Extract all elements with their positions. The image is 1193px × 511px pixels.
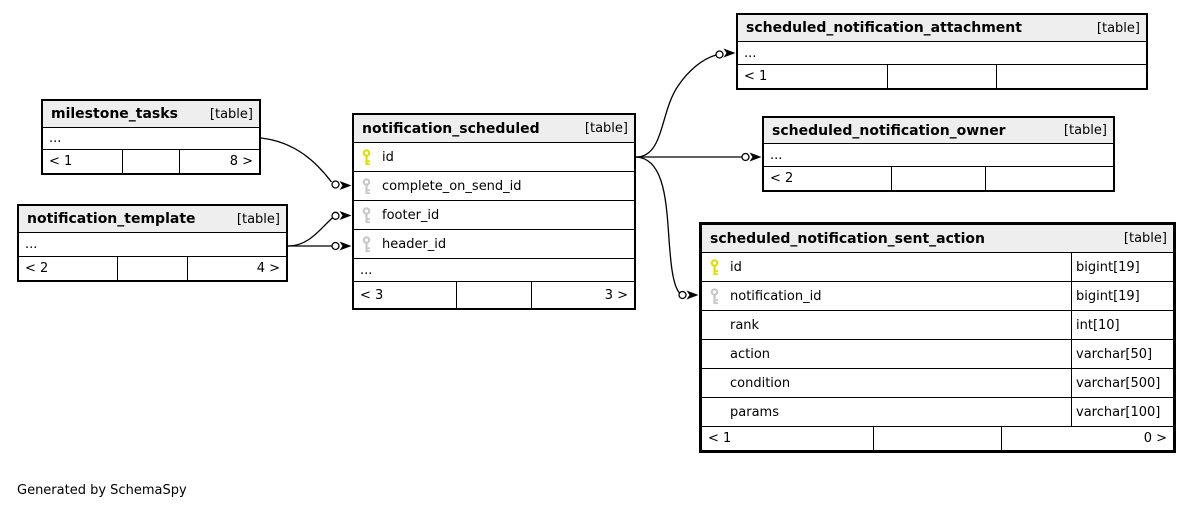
footer-left-count: < 3: [360, 287, 384, 303]
column-row-footer_id: footer_id: [354, 201, 634, 230]
relationship-milestone_tasks-complete_on_send_id: [260, 137, 352, 190]
table-header: notification_template [table]: [19, 206, 286, 233]
foreign-key-icon: [362, 235, 371, 252]
table-footer: < 2: [764, 167, 1113, 190]
footer-center-cell: [122, 150, 179, 173]
columns-ellipsis-row: ...: [354, 259, 634, 282]
column-name: action: [730, 346, 771, 362]
table-footer: < 1: [738, 65, 1146, 88]
ellipsis-label: ...: [744, 45, 757, 61]
table-name: scheduled_notification_attachment: [746, 20, 1022, 36]
column-name: id: [730, 259, 742, 275]
column-name: params: [730, 404, 779, 420]
ellipsis-label: ...: [360, 262, 373, 278]
columns-ellipsis-row: ...: [764, 144, 1113, 167]
footer-right-count: 3 >: [530, 282, 634, 308]
column-row-id: id: [354, 143, 634, 172]
primary-key-icon: [362, 148, 371, 165]
column-row-complete_on_send_id: complete_on_send_id: [354, 172, 634, 201]
table-type-badge: [table]: [584, 121, 628, 136]
table-header: notification_scheduled [table]: [354, 115, 634, 143]
table-footer: < 2 4 >: [19, 257, 286, 280]
table-type-badge: [table]: [1123, 231, 1167, 246]
footer-left-count: < 1: [708, 431, 732, 446]
footer-center-cell: [873, 427, 1000, 450]
column-row-notification_id: notification_id bigint[19]: [702, 282, 1173, 311]
relationship-notification_template-header_id: [288, 241, 352, 251]
column-type: bigint[19]: [1071, 282, 1173, 310]
foreign-key-icon: [362, 206, 371, 223]
column-name: rank: [730, 317, 760, 333]
table-type-badge: [table]: [209, 106, 253, 122]
table-header: scheduled_notification_attachment [table…: [738, 15, 1146, 42]
footer-center-cell: [886, 65, 997, 88]
footer-left-count: < 1: [744, 69, 768, 84]
foreign-key-icon: [710, 287, 719, 304]
table-notification_template[interactable]: notification_template [table] ... < 2 4 …: [17, 204, 288, 282]
column-type: int[10]: [1071, 311, 1173, 339]
footer-right-count: 8 >: [178, 150, 259, 173]
relationship-id-notification_id: [635, 156, 699, 300]
footer-right-count: 4 >: [187, 257, 286, 280]
table-type-badge: [table]: [1096, 20, 1140, 36]
table-type-badge: [table]: [236, 211, 280, 227]
table-header: milestone_tasks [table]: [43, 101, 259, 128]
foreign-key-icon: [362, 177, 371, 194]
column-row-rank: rank int[10]: [702, 311, 1173, 340]
table-name: milestone_tasks: [51, 106, 178, 122]
table-scheduled_notification_sent_action[interactable]: scheduled_notification_sent_action [tabl…: [699, 222, 1176, 453]
table-scheduled_notification_owner[interactable]: scheduled_notification_owner [table] ...…: [762, 116, 1115, 192]
ellipsis-label: ...: [770, 147, 783, 163]
ellipsis-label: ...: [49, 131, 62, 146]
table-milestone_tasks[interactable]: milestone_tasks [table] ... < 1 8 >: [41, 99, 261, 175]
table-footer: < 1 0 >: [702, 427, 1173, 450]
column-type: varchar[50]: [1071, 340, 1173, 368]
footer-left-count: < 2: [770, 171, 794, 186]
column-name: complete_on_send_id: [382, 178, 522, 194]
relationship-notification_template-footer_id: [287, 211, 352, 247]
footer-center-cell: [116, 257, 188, 280]
column-row-params: params varchar[100]: [702, 398, 1173, 427]
columns-ellipsis-row: ...: [738, 42, 1146, 65]
table-footer: < 3 3 >: [354, 282, 634, 308]
table-name: scheduled_notification_sent_action: [710, 230, 985, 247]
table-header: scheduled_notification_sent_action [tabl…: [702, 225, 1173, 253]
footer-left-count: < 1: [49, 154, 73, 169]
table-type-badge: [table]: [1063, 123, 1107, 138]
column-name: id: [382, 149, 394, 165]
footer-left-count: < 2: [25, 261, 49, 276]
primary-key-icon: [710, 258, 719, 275]
column-type: varchar[500]: [1071, 369, 1173, 397]
generated-by-note: Generated by SchemaSpy: [17, 483, 187, 498]
table-name: scheduled_notification_owner: [772, 122, 1006, 139]
ellipsis-label: ...: [25, 237, 38, 252]
footer-right-count: [984, 167, 1113, 190]
column-name: header_id: [382, 236, 447, 252]
column-row-id: id bigint[19]: [702, 253, 1173, 282]
footer-right-count: 0 >: [1000, 427, 1173, 450]
table-name: notification_template: [27, 211, 196, 227]
column-name: notification_id: [730, 288, 822, 304]
column-type: varchar[100]: [1071, 398, 1173, 426]
column-type: bigint[19]: [1071, 253, 1173, 281]
table-scheduled_notification_attachment[interactable]: scheduled_notification_attachment [table…: [736, 13, 1148, 90]
column-row-condition: condition varchar[500]: [702, 369, 1173, 398]
column-row-header_id: header_id: [354, 230, 634, 259]
footer-center-cell: [891, 167, 984, 190]
column-name: footer_id: [382, 207, 440, 223]
table-footer: < 1 8 >: [43, 150, 259, 173]
relationship-id-scheduled_notification_attachment: [635, 48, 736, 158]
table-name: notification_scheduled: [362, 120, 540, 137]
table-header: scheduled_notification_owner [table]: [764, 118, 1113, 144]
columns-ellipsis-row: ...: [43, 128, 259, 150]
relationship-id-scheduled_notification_owner: [636, 152, 762, 162]
table-notification_scheduled[interactable]: notification_scheduled [table] id: [352, 113, 636, 310]
footer-center-cell: [456, 282, 530, 308]
column-name: condition: [730, 375, 791, 391]
columns-ellipsis-row: ...: [19, 233, 286, 257]
column-row-action: action varchar[50]: [702, 340, 1173, 369]
footer-right-count: [996, 65, 1146, 88]
